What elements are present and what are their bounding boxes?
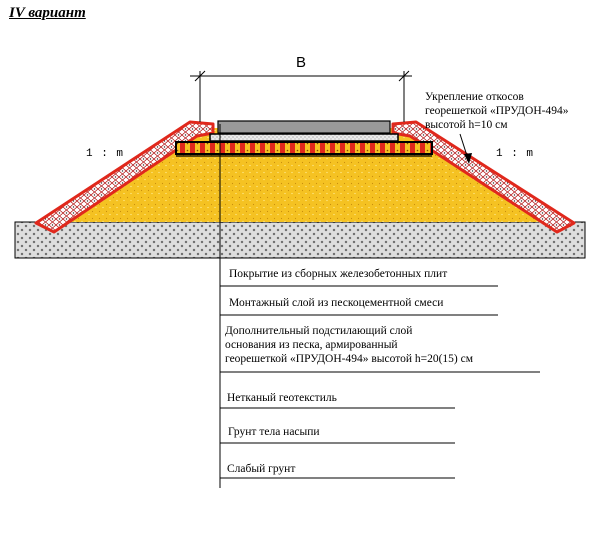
dimension-tick-left <box>194 70 206 82</box>
layer-label-geotextile: Нетканый геотекстиль <box>227 392 337 404</box>
right-slope-geogrid <box>391 120 576 234</box>
layer-label-reinforced-base-3: георешеткой «ПРУДОН-494» высотой h=20(15… <box>225 353 474 365</box>
layer-label-reinforced-base-1: Дополнительный подстилающий слой <box>225 325 413 337</box>
layer-label-weak-soil: Слабый грунт <box>227 463 296 475</box>
sand-cement-layer <box>209 133 399 142</box>
variant-title: IV вариант <box>9 5 86 21</box>
slope-label-left: 1 : m <box>86 148 125 160</box>
slope-annotation: Укрепление откосов георешеткой «ПРУДОН-4… <box>425 90 568 132</box>
layer-label-slab: Покрытие из сборных железобетонных плит <box>229 268 448 280</box>
dimension-tick-right <box>398 70 410 82</box>
reinforced-base-layer <box>175 141 433 155</box>
slope-label-right: 1 : m <box>496 148 535 160</box>
annotation-line: Укрепление откосов <box>425 91 524 103</box>
weak-soil-base <box>14 221 586 259</box>
dimension-label: B <box>296 54 307 71</box>
annotation-line: георешеткой «ПРУДОН-494» <box>425 105 569 117</box>
layer-label-reinforced-base-2: основания из песка, армированный <box>225 339 398 351</box>
layer-label-sand-cement: Монтажный слой из пескоцементной смеси <box>229 297 444 309</box>
concrete-slab <box>217 120 391 134</box>
annotation-arrowhead <box>464 153 472 164</box>
layer-label-embankment-soil: Грунт тела насыпи <box>228 426 320 438</box>
annotation-line: высотой h=10 см <box>425 119 508 131</box>
left-slope-geogrid <box>34 120 215 234</box>
